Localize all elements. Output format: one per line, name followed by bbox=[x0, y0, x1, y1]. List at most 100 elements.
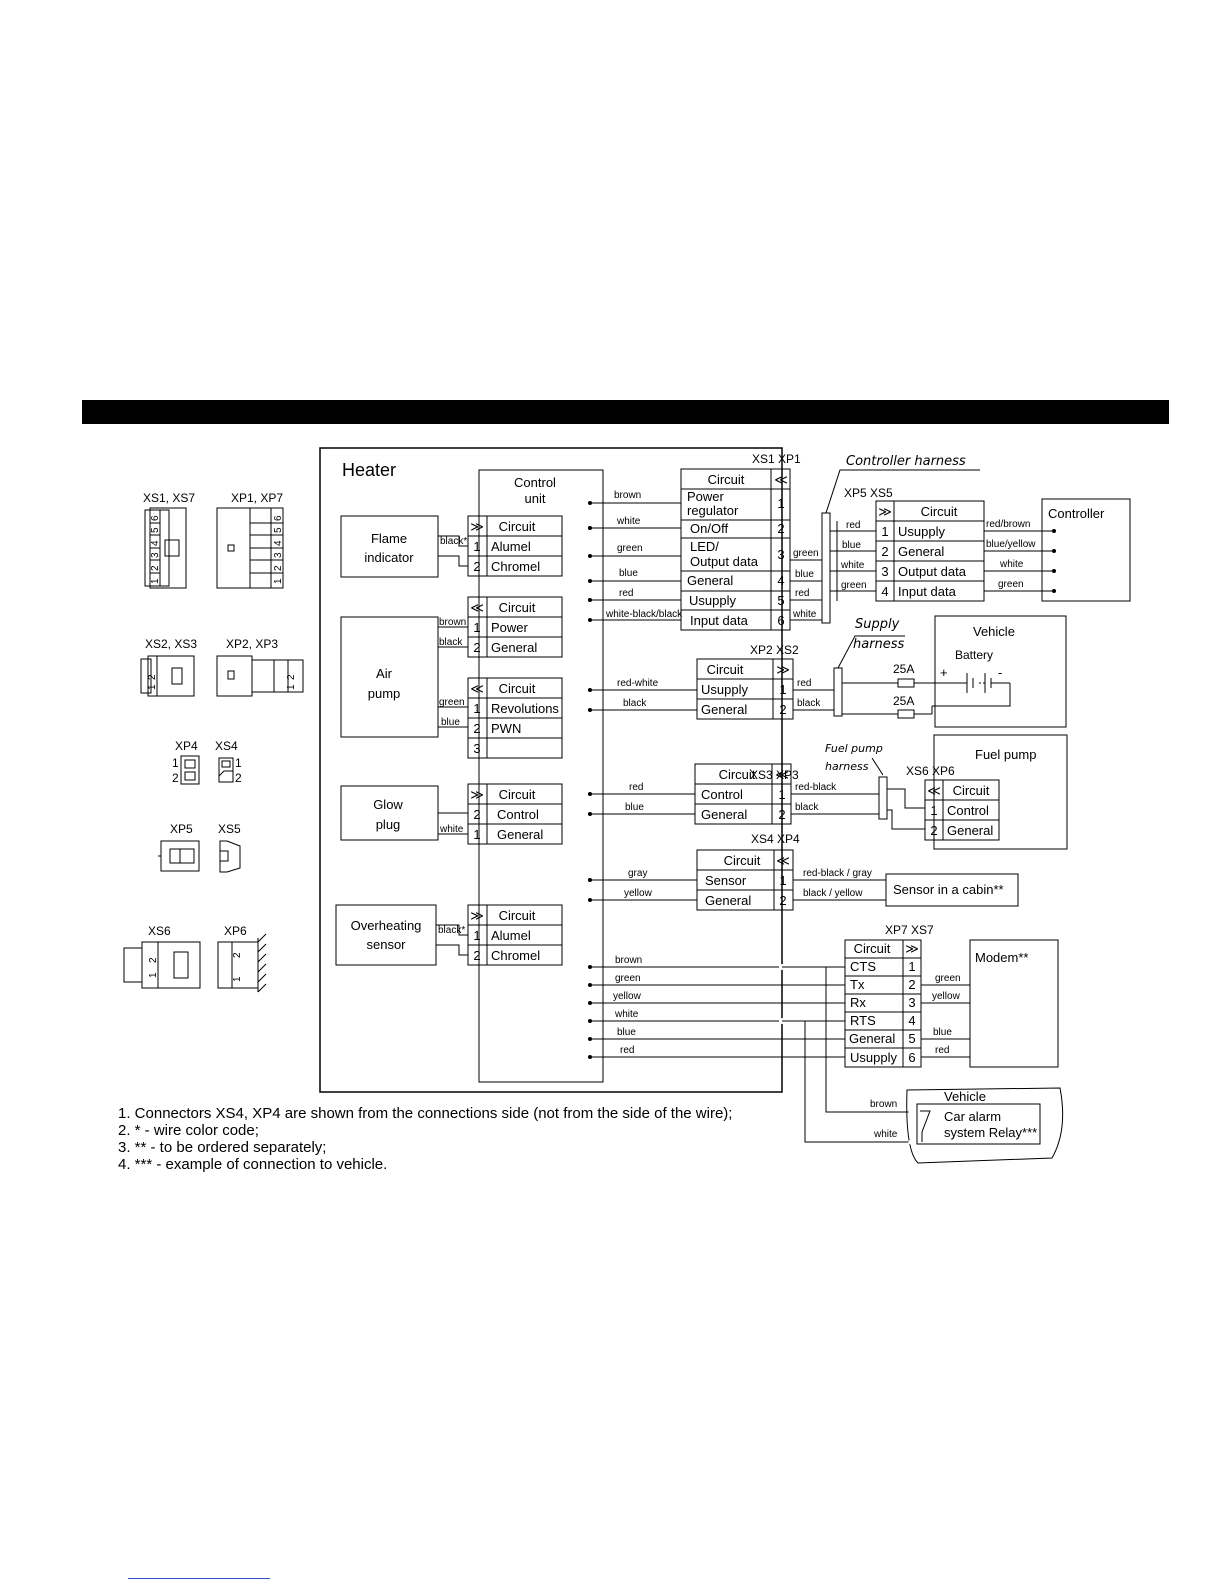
heater-frame bbox=[319, 447, 783, 1093]
glow-plug-label: plug bbox=[376, 817, 401, 832]
xp5-label: XP5 bbox=[170, 822, 193, 836]
xp4-pictogram: 1 2 bbox=[172, 755, 200, 785]
flame-indicator-box bbox=[340, 515, 439, 578]
battery-symbol: + - bbox=[932, 665, 1011, 707]
control-unit-box bbox=[478, 469, 604, 1083]
wire-label: black bbox=[439, 637, 463, 648]
svg-text:General: General bbox=[849, 1031, 895, 1046]
xp2-wires: red-white black red black bbox=[588, 667, 848, 717]
wire-label: white bbox=[439, 824, 464, 835]
fuel-harness-label: Fuel pump bbox=[825, 742, 883, 755]
svg-text:General: General bbox=[947, 823, 993, 838]
svg-text:1: 1 bbox=[779, 682, 786, 697]
svg-text:red: red bbox=[629, 782, 643, 793]
svg-text:2: 2 bbox=[473, 559, 480, 574]
svg-text:red: red bbox=[795, 588, 809, 599]
air-power-connector: ≪ Circuit 1 Power 2 General bbox=[467, 596, 563, 658]
svg-text:Control: Control bbox=[701, 787, 743, 802]
svg-text:Usupply: Usupply bbox=[701, 682, 748, 697]
svg-text:blue/yellow: blue/yellow bbox=[986, 539, 1036, 550]
svg-text:≫: ≫ bbox=[470, 519, 484, 534]
svg-text:25A: 25A bbox=[893, 694, 914, 708]
svg-text:Circuit: Circuit bbox=[921, 504, 958, 519]
svg-text:1: 1 bbox=[235, 756, 242, 770]
svg-text:2: 2 bbox=[881, 544, 888, 559]
svg-text:1: 1 bbox=[148, 972, 159, 978]
svg-text:2: 2 bbox=[473, 948, 480, 963]
xs1-xp1-label: XS1 XP1 bbox=[752, 452, 801, 466]
svg-text:2: 2 bbox=[235, 771, 242, 785]
svg-text:Circuit: Circuit bbox=[499, 908, 536, 923]
air-pump-box bbox=[340, 616, 439, 738]
svg-text:On/Off: On/Off bbox=[690, 521, 728, 536]
svg-text:Circuit: Circuit bbox=[499, 787, 536, 802]
note-line: 3. ** - to be ordered separately; bbox=[118, 1139, 326, 1156]
svg-text:4: 4 bbox=[150, 540, 161, 546]
xp7-modem-wires: green yellow blue red bbox=[921, 973, 970, 1058]
svg-text:red: red bbox=[620, 1045, 634, 1056]
svg-text:Power: Power bbox=[491, 620, 529, 635]
svg-text:brown: brown bbox=[615, 955, 642, 966]
bottom-underline bbox=[128, 1578, 270, 1579]
svg-text:1: 1 bbox=[473, 928, 480, 943]
svg-text:LED/: LED/ bbox=[690, 539, 719, 554]
xs4-label: XS4 bbox=[215, 739, 238, 753]
svg-text:4: 4 bbox=[273, 540, 284, 546]
svg-text:1: 1 bbox=[150, 578, 161, 584]
svg-text:Circuit: Circuit bbox=[719, 767, 756, 782]
flame-indicator-label: Flame bbox=[371, 531, 407, 546]
xs4-connector: Circuit ≪ Sensor 1 General 2 bbox=[696, 849, 794, 911]
svg-text:≪: ≪ bbox=[470, 681, 484, 696]
xs4-wires: gray yellow red-black / gray black / yel… bbox=[588, 868, 886, 902]
svg-text:2: 2 bbox=[147, 674, 158, 680]
svg-text:4: 4 bbox=[908, 1013, 915, 1028]
svg-text:6: 6 bbox=[777, 613, 784, 628]
svg-text:6: 6 bbox=[150, 515, 161, 521]
svg-text:2: 2 bbox=[779, 893, 786, 908]
svg-text:General: General bbox=[497, 827, 543, 842]
svg-text:green: green bbox=[615, 973, 641, 984]
svg-text:1: 1 bbox=[147, 684, 158, 690]
svg-text:6: 6 bbox=[908, 1050, 915, 1065]
svg-text:2: 2 bbox=[473, 721, 480, 736]
svg-text:red: red bbox=[797, 678, 811, 689]
note-line: 1. Connectors XS4, XP4 are shown from th… bbox=[118, 1105, 732, 1122]
supply-harness-leader bbox=[837, 635, 905, 669]
modem-label: Modem** bbox=[975, 950, 1028, 965]
svg-text:blue: blue bbox=[933, 1027, 952, 1038]
svg-text:≪: ≪ bbox=[774, 472, 788, 487]
vehicle-relay-outline bbox=[906, 1087, 1064, 1164]
control-unit-label: Control bbox=[514, 475, 556, 490]
svg-text:2: 2 bbox=[148, 957, 159, 963]
xp1-xp7-pictogram: 1 2 3 4 5 6 bbox=[216, 507, 284, 589]
svg-text:gray: gray bbox=[628, 868, 647, 879]
svg-text:1: 1 bbox=[779, 873, 786, 888]
vehicle-title: Vehicle bbox=[973, 624, 1015, 639]
svg-text:Power: Power bbox=[687, 489, 725, 504]
svg-text:General: General bbox=[705, 893, 751, 908]
xs1-xs7-label: XS1, XS7 bbox=[143, 491, 195, 505]
svg-text:green: green bbox=[935, 973, 961, 984]
svg-text:5: 5 bbox=[273, 527, 284, 533]
xs1-xs7-pictogram: 1 2 3 4 5 6 bbox=[144, 507, 187, 589]
svg-text:5: 5 bbox=[777, 593, 784, 608]
svg-text:2: 2 bbox=[779, 702, 786, 717]
note-line: 4. *** - example of connection to vehicl… bbox=[118, 1156, 387, 1173]
svg-text:2: 2 bbox=[232, 952, 243, 958]
svg-text:≫: ≫ bbox=[470, 908, 484, 923]
svg-text:yellow: yellow bbox=[613, 991, 642, 1002]
svg-text:white: white bbox=[614, 1009, 639, 1020]
svg-text:Input data: Input data bbox=[690, 613, 749, 628]
svg-text:≪: ≪ bbox=[470, 600, 484, 615]
wire-label: white bbox=[873, 1129, 898, 1140]
svg-text:1: 1 bbox=[908, 959, 915, 974]
xs5-label: XS5 bbox=[218, 822, 241, 836]
note-line: 2. * - wire color code; bbox=[118, 1122, 259, 1139]
xp5-connector: ≫ Circuit 1 Usupply 2 General 3 Output d… bbox=[875, 500, 985, 602]
control-unit-label: unit bbox=[525, 491, 546, 506]
wire-label: green bbox=[439, 697, 465, 708]
cabin-sensor-box bbox=[885, 873, 1019, 907]
svg-text:Control: Control bbox=[947, 803, 989, 818]
xs1-wires: brown white green blue red white-black/b… bbox=[588, 490, 831, 624]
xp6-pictogram: 1 2 bbox=[217, 933, 267, 993]
